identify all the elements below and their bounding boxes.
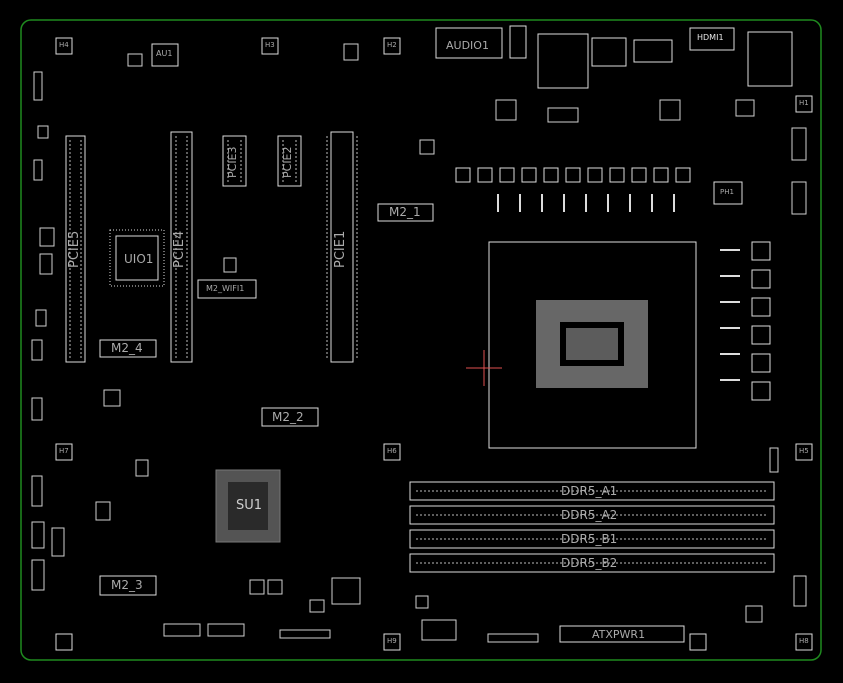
hole-h4-label: H4 [59,41,69,49]
ddr5-a2-slot [409,505,775,525]
hole-h1 [795,95,813,113]
m2-2-slot [261,407,319,427]
m2-slots [99,203,434,596]
ddr5-a2-label: DDR5_A2 [561,508,618,522]
su1-chipset [215,469,281,543]
hole-h3-label: H3 [265,41,275,49]
m2-1-slot [377,203,434,222]
m2-1-label: M2_1 [389,205,421,219]
hdmi-label: HDMI1 [697,33,724,42]
audio-label: AUDIO1 [446,39,489,52]
ddr5-a1-label: DDR5_A1 [561,484,618,498]
hole-h9-label: H9 [387,637,397,645]
atx-power-connector [559,625,685,643]
hole-h5-label: H5 [799,447,809,455]
hole-h9 [383,633,401,651]
uio1-chip [109,229,165,287]
hole-h2 [383,37,401,55]
hole-h7-label: H7 [59,447,69,455]
pcie1-slot [330,131,354,363]
audio-connector [435,27,503,59]
hole-h2-label: H2 [387,41,397,49]
pcie3-label: PCIE3 [226,146,239,178]
vrm-chokes [151,43,771,401]
pcie-pins [69,136,358,358]
m2-2-label: M2_2 [272,410,304,424]
pcie2-slot [277,135,302,187]
m2-4-label: M2_4 [111,341,143,355]
hole-h6-label: H6 [387,447,397,455]
m2-4-slot [99,339,157,358]
su1-label: SU1 [236,498,263,513]
board-outline [20,19,822,661]
m2-wifi-slot [197,279,257,299]
pcie1-label: PCIE1 [333,230,348,268]
hole-h3 [261,37,279,55]
cpu-socket [466,241,697,449]
pcie4-label: PCIE4 [172,230,187,268]
ph1-label: PH1 [720,188,734,196]
pcie-slots [65,131,354,363]
ddr5-b1-label: DDR5_B1 [561,532,618,546]
ddr5-slots [409,481,775,573]
rear-io [435,25,793,89]
au1-label: AU1 [156,49,173,58]
uio1-label: UIO1 [124,252,154,266]
hole-h8-label: H8 [799,637,809,645]
small-components [31,43,807,643]
hole-h5 [795,443,813,461]
mounting-holes [55,37,813,651]
pcie5-label: PCIE5 [67,230,82,268]
au1-chip [151,43,179,67]
m2-3-label: M2_3 [111,578,143,592]
hdmi-connector [689,27,735,51]
ddr5-b2-slot [409,553,775,573]
pcie3-slot [222,135,247,187]
hole-h4 [55,37,73,55]
ddr5-b2-label: DDR5_B2 [561,556,618,570]
vrm-caps [497,194,740,381]
ddr5-pins [416,490,768,564]
ph1-chip [713,181,743,205]
ddr5-a1-slot [409,481,775,501]
pcie2-label: PCIE2 [281,146,294,178]
hole-h1-label: H1 [799,99,809,107]
ddr5-b1-slot [409,529,775,549]
hole-h8 [795,633,813,651]
pcie5-slot [65,135,86,363]
atx-label: ATXPWR1 [592,628,646,641]
hole-h7 [55,443,73,461]
m2-3-slot [99,575,157,596]
pcie4-slot [170,131,193,363]
hole-h6 [383,443,401,461]
m2-wifi-label: M2_WIFI1 [206,284,245,293]
